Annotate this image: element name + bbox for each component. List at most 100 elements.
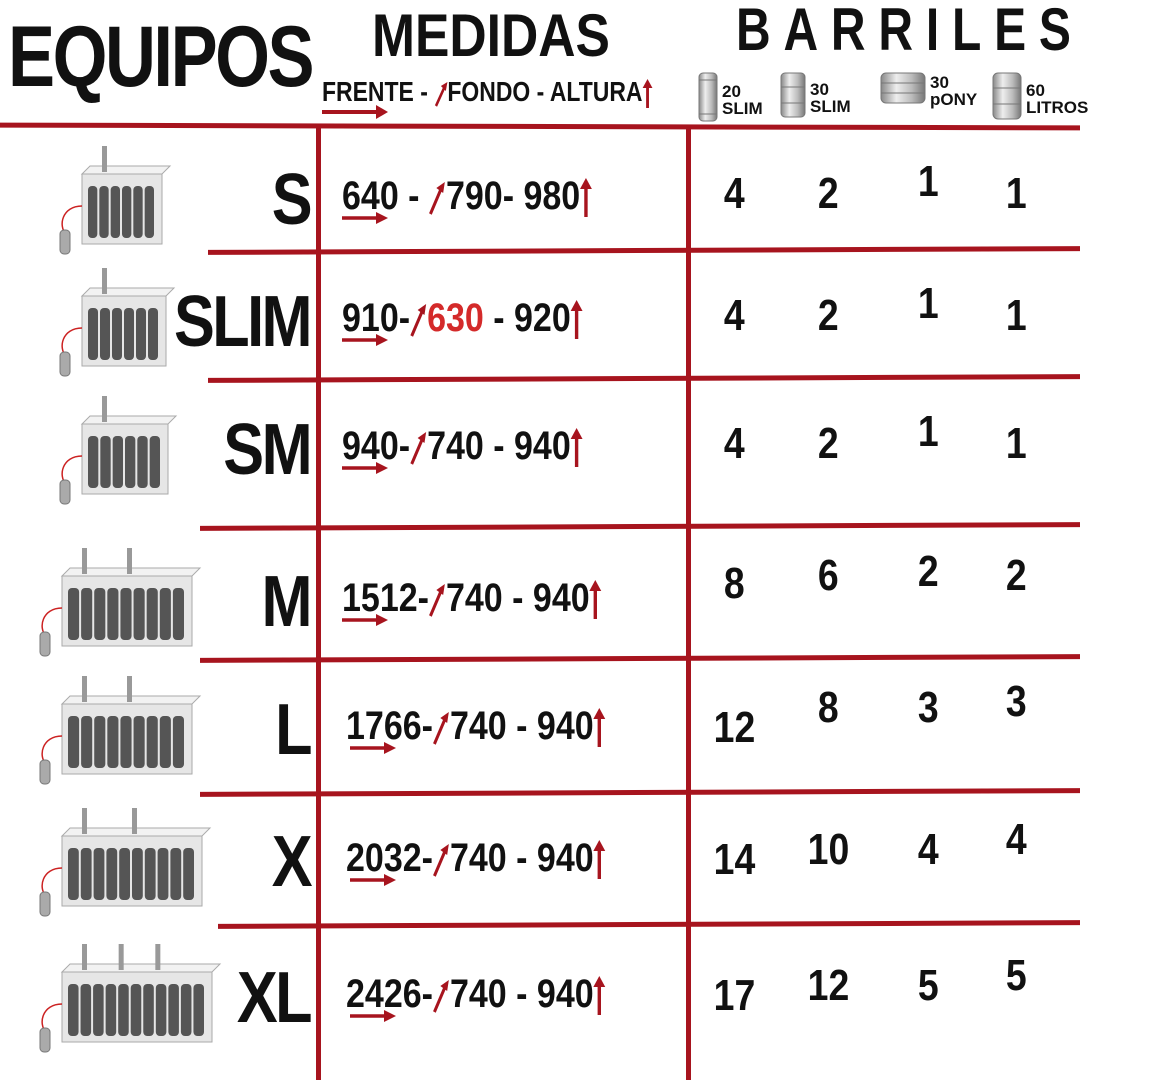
barrel-count: 1 <box>1005 419 1027 468</box>
fondo-value: 740 <box>449 704 507 748</box>
barrel-count: 2 <box>817 419 839 468</box>
keg-large-icon <box>992 72 1022 125</box>
separator: - <box>506 836 537 880</box>
row-divider <box>199 522 1081 531</box>
up-arrow-icon <box>642 78 653 108</box>
measurements: 910-630 - 920 <box>342 298 625 340</box>
equipment-image-m <box>32 548 202 663</box>
fondo-label: FONDO <box>447 76 531 107</box>
size-label: X <box>271 822 313 902</box>
up-arrow-icon <box>589 580 602 620</box>
fondo-value: 740 <box>445 576 503 620</box>
barrel-count: 1 <box>917 279 939 328</box>
altura-value: 920 <box>514 296 571 340</box>
diagonal-arrow-icon <box>433 844 450 878</box>
right-arrow-icon <box>322 105 388 119</box>
measurements: 1512-740 - 940 <box>342 578 647 620</box>
barrel-count: 6 <box>817 551 839 600</box>
measurements: 940-740 - 940 <box>342 426 625 468</box>
up-arrow-icon <box>570 428 583 468</box>
equipment-image-s <box>52 146 172 261</box>
fondo-value: 740 <box>449 972 507 1016</box>
frente-value: 1766 <box>346 704 422 748</box>
barrel-count: 17 <box>713 971 755 1020</box>
barrel-count: 4 <box>723 419 745 468</box>
barrel-count: 2 <box>917 547 939 596</box>
altura-label: ALTURA <box>549 76 643 107</box>
barrel-count: 14 <box>713 835 755 884</box>
keg-header-1: 20 SLIM <box>698 72 763 127</box>
size-label: XL <box>236 958 313 1038</box>
row-divider <box>207 246 1081 255</box>
barrel-count: 1 <box>917 157 939 206</box>
barrel-count: 2 <box>817 291 839 340</box>
right-arrow-icon <box>342 332 392 353</box>
barrel-count: 4 <box>723 169 745 218</box>
separator: - <box>502 576 533 620</box>
diagonal-arrow-icon <box>410 432 427 466</box>
dimensions-legend: FRENTE - FONDO - ALTURA <box>322 78 725 109</box>
keg-label: 60 LITROS <box>1026 80 1089 117</box>
separator: - <box>398 424 411 468</box>
barrel-count: 4 <box>1005 815 1027 864</box>
diagonal-arrow-icon <box>433 712 450 746</box>
frente-value: 640 <box>342 174 399 218</box>
barrel-count: 8 <box>817 683 839 732</box>
keg-tall-icon <box>698 72 718 127</box>
barrel-count: 1 <box>917 407 939 456</box>
up-arrow-icon <box>570 300 583 340</box>
size-label: SLIM <box>174 282 313 362</box>
separator: - <box>483 424 515 468</box>
column-divider-right <box>686 127 691 1080</box>
barrel-count: 12 <box>807 961 849 1010</box>
separator: - <box>398 174 429 218</box>
right-arrow-icon <box>350 1008 400 1029</box>
separator: - <box>506 704 537 748</box>
size-label: M <box>261 562 313 642</box>
measurements: 640 - 790- 980 <box>342 176 636 218</box>
up-arrow-icon <box>593 976 606 1016</box>
equipment-image-sm <box>52 396 178 511</box>
header-divider <box>0 122 1081 131</box>
barrel-count: 4 <box>723 291 745 340</box>
frente-value: 940 <box>342 424 399 468</box>
size-label: SM <box>223 410 312 490</box>
frente-value: 2032 <box>346 836 422 880</box>
equipment-image-slim <box>52 268 176 383</box>
separator: - <box>398 296 411 340</box>
size-label: S <box>271 160 313 240</box>
row-divider <box>207 374 1081 383</box>
keg-label: 30 SLIM <box>810 79 851 116</box>
keg-header-3: 30 pONY <box>880 72 977 109</box>
keg-label: 30 pONY <box>930 72 978 109</box>
up-arrow-icon <box>593 840 606 880</box>
right-arrow-icon <box>342 460 392 481</box>
barrel-count: 4 <box>917 825 939 874</box>
medidas-heading: MEDIDAS <box>372 2 610 69</box>
barrel-count: 3 <box>1005 677 1027 726</box>
altura-value: 940 <box>536 836 594 880</box>
row-divider <box>217 920 1081 929</box>
barrel-count: 12 <box>713 703 755 752</box>
right-arrow-icon <box>350 740 400 761</box>
diagonal-arrow-icon <box>429 182 446 216</box>
fondo-value: 630 <box>427 296 484 340</box>
barriles-heading: BARRILES <box>736 0 1084 63</box>
fondo-value: 740 <box>427 424 484 468</box>
frente-value: 1512 <box>342 576 418 620</box>
separator: - <box>421 972 433 1016</box>
separator: - <box>417 576 429 620</box>
size-label: L <box>275 690 312 770</box>
equipos-heading: EQUIPOS <box>8 9 315 105</box>
separator: - <box>483 296 515 340</box>
measurements: 1766-740 - 940 <box>346 706 651 748</box>
measurements: 2032-740 - 940 <box>346 838 651 880</box>
frente-value: 910 <box>342 296 399 340</box>
altura-value: 940 <box>536 972 594 1016</box>
right-arrow-icon <box>342 612 392 633</box>
frente-value: 2426 <box>346 972 422 1016</box>
barrel-count: 5 <box>917 961 939 1010</box>
fondo-value: 740 <box>449 836 507 880</box>
barrel-count: 2 <box>817 169 839 218</box>
row-divider <box>199 654 1081 663</box>
